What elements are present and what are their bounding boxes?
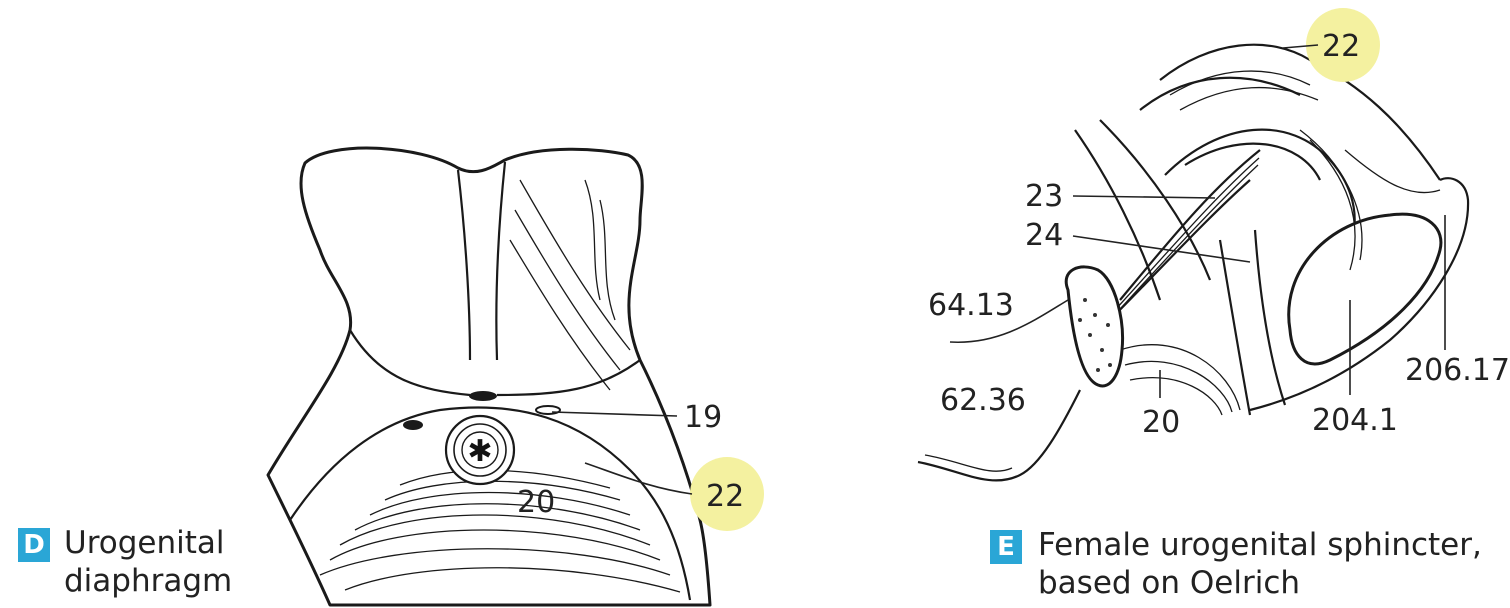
panel-e-caption: Female urogenital sphincter, based on Oe… bbox=[1038, 526, 1482, 602]
label-20-e: 20 bbox=[1142, 405, 1180, 440]
label-19: 19 bbox=[684, 400, 722, 435]
opening-dark bbox=[469, 391, 497, 401]
urethra-rings: ✱ bbox=[444, 414, 516, 486]
panel-e-caption-line1: Female urogenital sphincter, bbox=[1038, 527, 1482, 563]
label-22-d: 22 bbox=[706, 479, 744, 514]
leader-22-e bbox=[1282, 44, 1319, 49]
opening-left bbox=[403, 420, 423, 430]
label-62-36: 62.36 bbox=[940, 383, 1026, 418]
panel-d-caption-line1: Urogenital bbox=[64, 525, 225, 561]
label-23: 23 bbox=[1025, 179, 1063, 214]
label-206-17: 206.17 bbox=[1405, 353, 1510, 388]
panel-d-drawing: ✱ bbox=[266, 146, 712, 607]
leader-64-13 bbox=[949, 299, 1069, 343]
svg-text:✱: ✱ bbox=[467, 434, 492, 469]
leader-19 bbox=[551, 411, 678, 417]
pubic-arch-outline bbox=[266, 146, 712, 607]
panel-e-drawing bbox=[917, 43, 1470, 482]
panel-d-caption: Urogenital diaphragm bbox=[64, 524, 232, 600]
panel-e-badge: E bbox=[990, 530, 1022, 564]
fiber-lines-e bbox=[1109, 70, 1441, 416]
label-204-1: 204.1 bbox=[1312, 403, 1398, 438]
highlight-22-e bbox=[1306, 8, 1380, 82]
tube-opening bbox=[1287, 212, 1443, 366]
panel-d-caption-line2: diaphragm bbox=[64, 563, 233, 599]
label-22-e: 22 bbox=[1322, 29, 1360, 64]
panel-e-caption-line2: based on Oelrich bbox=[1038, 565, 1301, 601]
panel-d-badge: D bbox=[18, 528, 50, 562]
membrane-edge bbox=[917, 389, 1081, 482]
label-24: 24 bbox=[1025, 218, 1063, 253]
bone-section bbox=[1064, 265, 1125, 388]
label-20-d: 20 bbox=[517, 485, 555, 520]
leader-22-d bbox=[584, 462, 693, 495]
label-64-13: 64.13 bbox=[928, 288, 1014, 323]
leader-24 bbox=[1072, 235, 1251, 263]
leader-23 bbox=[1072, 195, 1216, 199]
highlight-22-d bbox=[690, 457, 764, 531]
